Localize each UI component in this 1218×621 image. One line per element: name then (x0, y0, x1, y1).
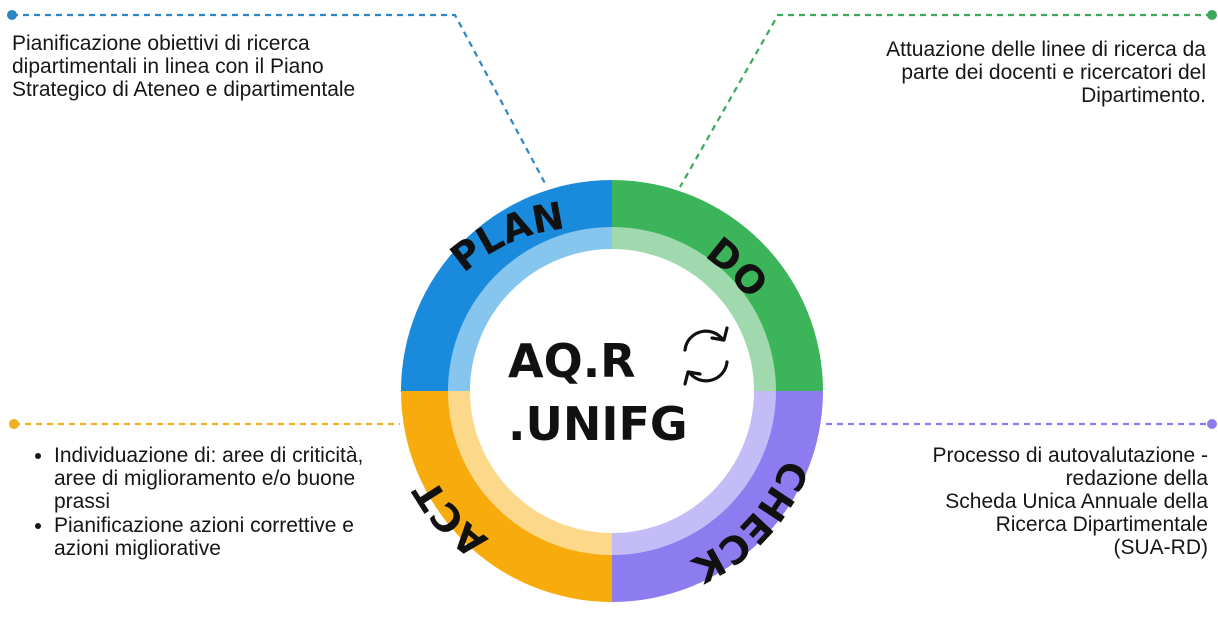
act-connector-dot (9, 419, 19, 429)
cycle-title-line2: .UNIFG (508, 397, 688, 451)
act-description-item: Individuazione di: aree di criticità, ar… (54, 444, 384, 513)
act-description-item: Pianificazione azioni correttive e azion… (54, 514, 384, 560)
connector-lines (12, 13, 1212, 426)
act-description-list: Individuazione di: aree di criticità, ar… (30, 444, 384, 561)
cycle-title-line1: AQ.R (508, 334, 636, 388)
center-disc (470, 249, 754, 533)
do-description: Attuazione delle linee di ricerca da par… (886, 38, 1206, 107)
check-description: Processo di autovalutazione - redazione … (932, 444, 1209, 559)
plan-connector-dot (7, 10, 17, 20)
plan-description: Pianificazione obiettivi di ricerca dipa… (12, 32, 356, 101)
refresh-icon (683, 326, 729, 386)
do-connector-line (679, 13, 1212, 188)
check-connector-dot (1207, 419, 1217, 429)
plan-connector-line (12, 13, 548, 188)
do-connector-dot (1207, 10, 1217, 20)
